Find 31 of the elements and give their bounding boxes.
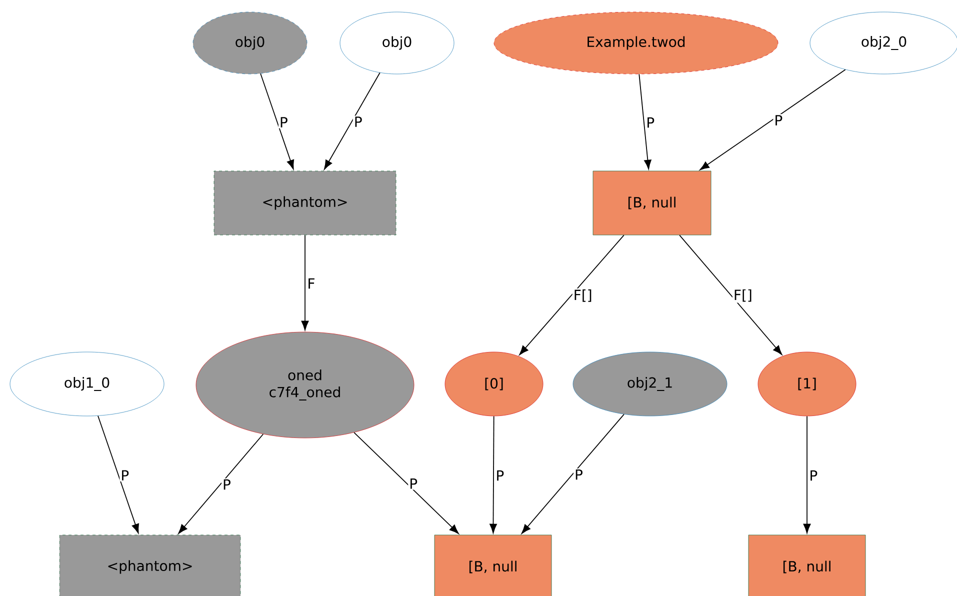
arrow [638, 74, 652, 170]
arrow [490, 416, 497, 534]
arrow [519, 234, 624, 356]
edge-label: P [280, 117, 288, 128]
arrow [260, 73, 294, 170]
object-box: <phantom> [214, 170, 396, 236]
arrow [521, 414, 624, 534]
arrow [178, 434, 264, 534]
edge-label: P [122, 470, 129, 480]
edge-label: P [576, 469, 582, 480]
object-box: [B, null [434, 534, 552, 596]
arrow [301, 234, 309, 330]
edge-label: P [810, 470, 818, 481]
edge-label: F[] [734, 289, 752, 302]
object-box: <phantom> [59, 534, 241, 596]
object-box: [B, null [748, 534, 866, 596]
edge-label: P [410, 478, 418, 489]
edge-label: P [648, 117, 654, 128]
edge-label: P [355, 116, 362, 127]
arrow [700, 69, 846, 170]
object-box: [B, null [592, 170, 712, 236]
edge-label: P [224, 479, 230, 490]
edge-label: F [308, 278, 314, 289]
arrow [324, 72, 380, 170]
arrow [354, 432, 459, 534]
arrow [679, 234, 782, 355]
edge-label: F[] [574, 289, 592, 302]
edge-label: P [497, 470, 504, 481]
arrow [803, 416, 811, 534]
edge-label: P [776, 115, 782, 126]
arrow [98, 415, 139, 534]
